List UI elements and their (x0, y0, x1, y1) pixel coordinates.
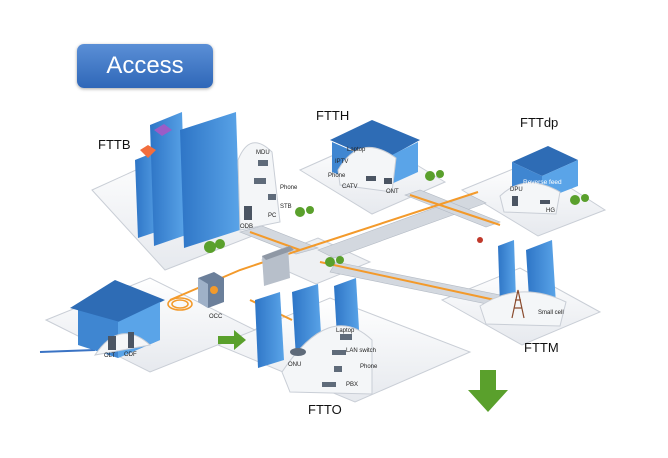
ftth-house (330, 120, 420, 193)
odb-label: ODB (240, 224, 253, 230)
down-arrow-icon (468, 370, 508, 412)
occ-label: OCC (209, 314, 223, 320)
occ-cabinet-icon (198, 272, 224, 308)
right-arrow-icon (218, 330, 246, 350)
ftth-laptop-label: Laptop (347, 147, 366, 153)
location-marker-icon (477, 237, 483, 243)
ont-label: ONT (386, 189, 399, 195)
ftth-phone-label: Phone (328, 173, 346, 179)
fttb-phone-label: Phone (280, 185, 298, 191)
fttb-label: FTTB (98, 137, 131, 152)
central-office-building (70, 280, 165, 358)
mdu-label: MDU (256, 150, 270, 156)
tree-cluster-icons (204, 170, 589, 267)
stb-label: STB (280, 204, 292, 210)
fttm-label: FTTM (524, 340, 559, 355)
hg-label: HG (546, 208, 555, 214)
ftto-laptop-label: Laptop (336, 328, 355, 334)
ftth-label: FTTH (316, 108, 350, 123)
odf-label: ODF (124, 352, 137, 358)
fiber-coil-icon (167, 297, 193, 311)
reverse-feed-label: Reverse feed (523, 179, 562, 186)
access-title-button: Access (77, 44, 213, 88)
pc-label: PC (268, 213, 277, 219)
lan-switch-label: LAN switch (346, 348, 376, 354)
iptv-label: IPTV (335, 159, 348, 165)
small-cell-label: Small cell (538, 310, 564, 316)
fttb-buildings (135, 112, 281, 248)
olt-label: OLT (104, 353, 116, 359)
onu-label: ONU (288, 362, 301, 368)
catv-label: CATV (342, 184, 358, 190)
junction-arch (262, 246, 294, 286)
ftto-label: FTTO (308, 402, 342, 417)
fttdp-building (499, 146, 578, 215)
fttdp-label: FTTdp (520, 115, 559, 130)
ftto-phone-label: Phone (360, 364, 378, 370)
pbx-label: PBX (346, 382, 358, 388)
ftto-buildings (255, 278, 373, 395)
fttm-towers (479, 240, 567, 327)
dpu-label: DPU (510, 187, 523, 193)
